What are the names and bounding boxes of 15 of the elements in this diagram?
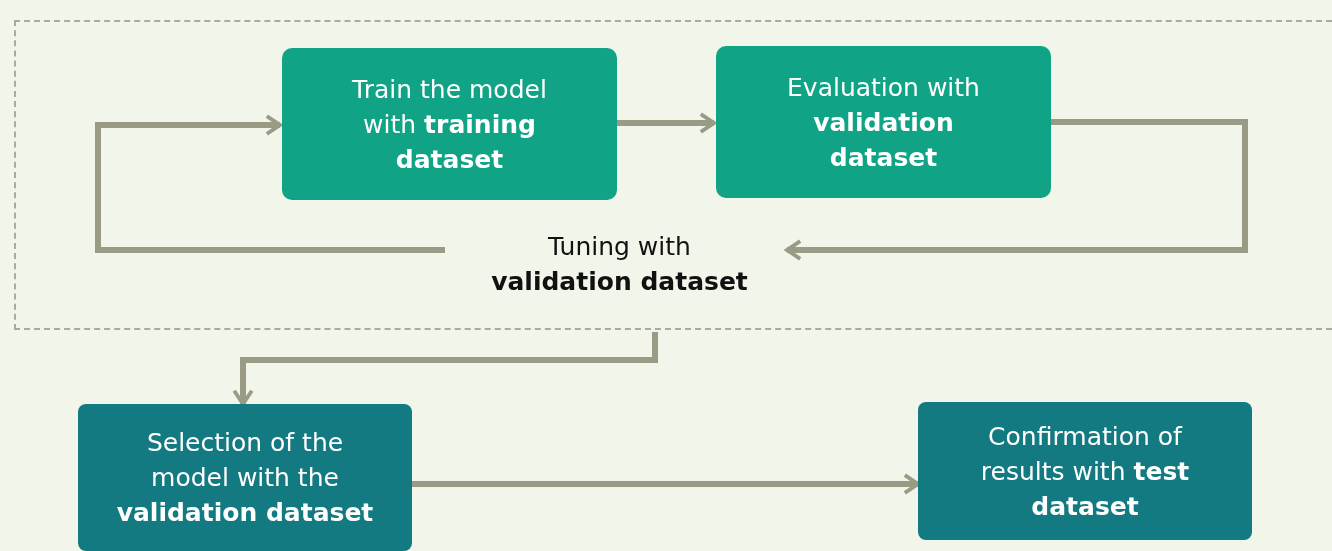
box-label: Confirmation of results with test dataset — [979, 420, 1191, 523]
box-label: Selection of the model with the validation dataset — [115, 427, 375, 529]
process-box — [716, 46, 1051, 198]
arrow — [412, 473, 920, 495]
arrow — [232, 332, 658, 406]
process-box — [282, 48, 617, 200]
process-box — [78, 404, 412, 551]
box-label: Evaluation with validation dataset — [786, 71, 981, 174]
process-box — [918, 402, 1252, 540]
arrow — [95, 114, 445, 253]
text-label: Tuning with validation dataset — [490, 231, 749, 298]
dashed-region — [14, 20, 1332, 330]
arrow — [785, 119, 1248, 261]
box-label: Train the model with training dataset — [351, 73, 548, 176]
arrow — [615, 112, 716, 134]
